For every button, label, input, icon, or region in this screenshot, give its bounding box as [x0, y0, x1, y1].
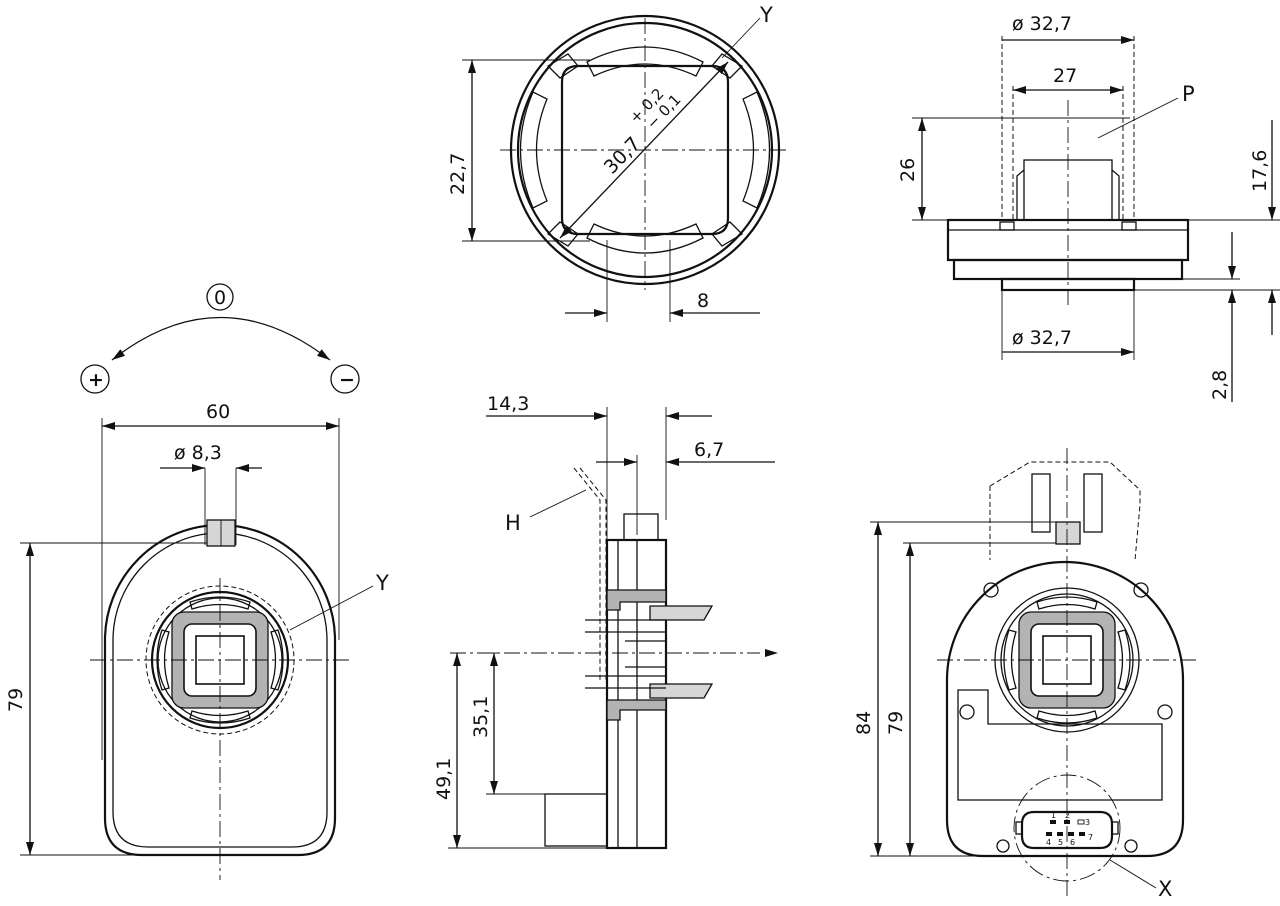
dia-top-32-7: ø 32,7	[1012, 13, 1072, 35]
height-84: 84	[853, 711, 875, 735]
pin-5: 5	[1058, 838, 1063, 847]
front-left-view: 0 + − 60 ø 8,3	[5, 283, 389, 880]
side-view: 14,3 6,7 H 35,1	[433, 393, 778, 850]
height-dim-22-7: 22,7	[447, 153, 469, 195]
dia-8-3: ø 8,3	[174, 442, 222, 464]
dim-2-8: 2,8	[1209, 370, 1231, 400]
width-60: 60	[206, 401, 230, 423]
rear-view: 1 2 3 4 5 6 7 X 84 79	[853, 448, 1198, 901]
dim-49-1: 49,1	[433, 758, 455, 800]
label-h: H	[505, 511, 521, 535]
width-27: 27	[1053, 65, 1077, 87]
pin-7: 7	[1088, 833, 1093, 842]
pin-3: 3	[1085, 818, 1090, 827]
label-p: P	[1182, 82, 1195, 106]
rotation-minus: −	[339, 369, 355, 391]
label-x: X	[1158, 877, 1172, 901]
pin-2: 2	[1065, 811, 1070, 820]
dia-bottom-32-7: ø 32,7	[1012, 327, 1072, 349]
height-79-rear: 79	[885, 711, 907, 735]
dim-14-3: 14,3	[487, 393, 529, 415]
pin-6: 6	[1070, 838, 1075, 847]
rotation-plus: +	[88, 369, 104, 391]
height-79-front: 79	[5, 688, 27, 712]
height-26: 26	[897, 158, 919, 182]
dim-35-1: 35,1	[470, 696, 492, 738]
height-17-6: 17,6	[1249, 150, 1271, 192]
dim-6-7: 6,7	[694, 439, 724, 461]
top-center-view: 30,7 + 0,2 − 0,1 Y 22,7 8	[447, 3, 790, 322]
label-y-front: Y	[375, 571, 389, 595]
pin-1: 1	[1051, 811, 1056, 820]
pin-4: 4	[1046, 838, 1051, 847]
slot-dim-8: 8	[697, 290, 709, 312]
top-right-view: ø 32,7 27 P 26 17,6 2,8 ø	[897, 13, 1280, 402]
label-y-top: Y	[759, 3, 773, 27]
rotation-zero: 0	[214, 287, 226, 309]
